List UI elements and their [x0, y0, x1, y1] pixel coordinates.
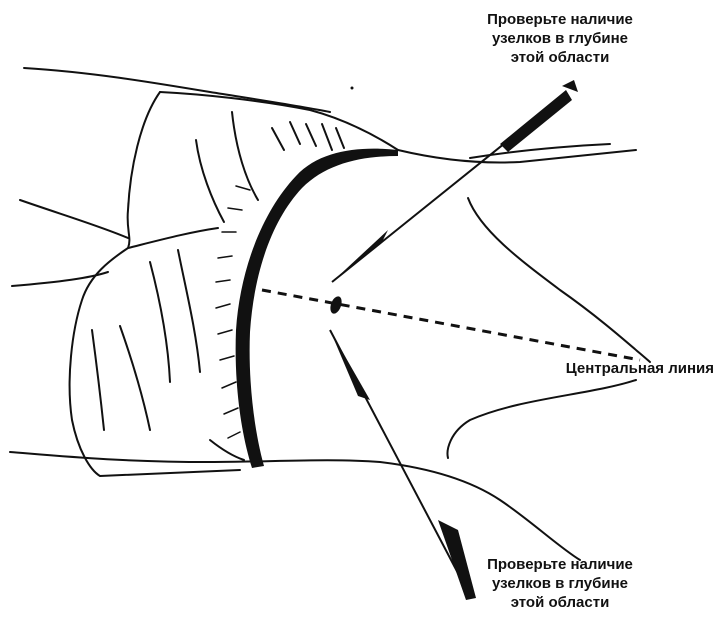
breast-contour: [468, 198, 650, 362]
label-bottom-line-3: этой области: [470, 593, 650, 612]
cloth-fold-3: [178, 250, 200, 372]
pleats-top: [272, 122, 344, 150]
cloth-fold-7: [92, 330, 104, 430]
label-bottom-line-2: узелков в глубине: [470, 574, 650, 593]
label-top-line-1: Проверьте наличие: [470, 10, 650, 29]
breast-lower-contour: [448, 380, 636, 458]
label-top-line-2: узелков в глубине: [470, 29, 650, 48]
label-bottom-line-1: Проверьте наличие: [470, 555, 650, 574]
top-needle: [332, 80, 578, 282]
cloth-fold-5: [232, 112, 258, 200]
label-top-check-area: Проверьте наличие узелков в глубине этой…: [470, 10, 650, 67]
cloth-fold-4: [196, 140, 224, 222]
cloth-fold-1: [128, 228, 218, 248]
torso-upper-contour-2: [470, 144, 610, 158]
label-central-line: Центральная линия: [538, 359, 714, 378]
body-lower-line: [10, 452, 580, 560]
cloth-fold-8: [210, 440, 244, 460]
central-line: [262, 290, 640, 360]
label-top-line-3: этой области: [470, 48, 650, 67]
arm-left-line-1: [20, 200, 128, 238]
hem-band: [236, 149, 398, 468]
cloth-fold-6: [120, 326, 150, 430]
cloth-fold-2: [150, 262, 170, 382]
label-bottom-check-area: Проверьте наличие узелков в глубине этой…: [470, 555, 650, 612]
